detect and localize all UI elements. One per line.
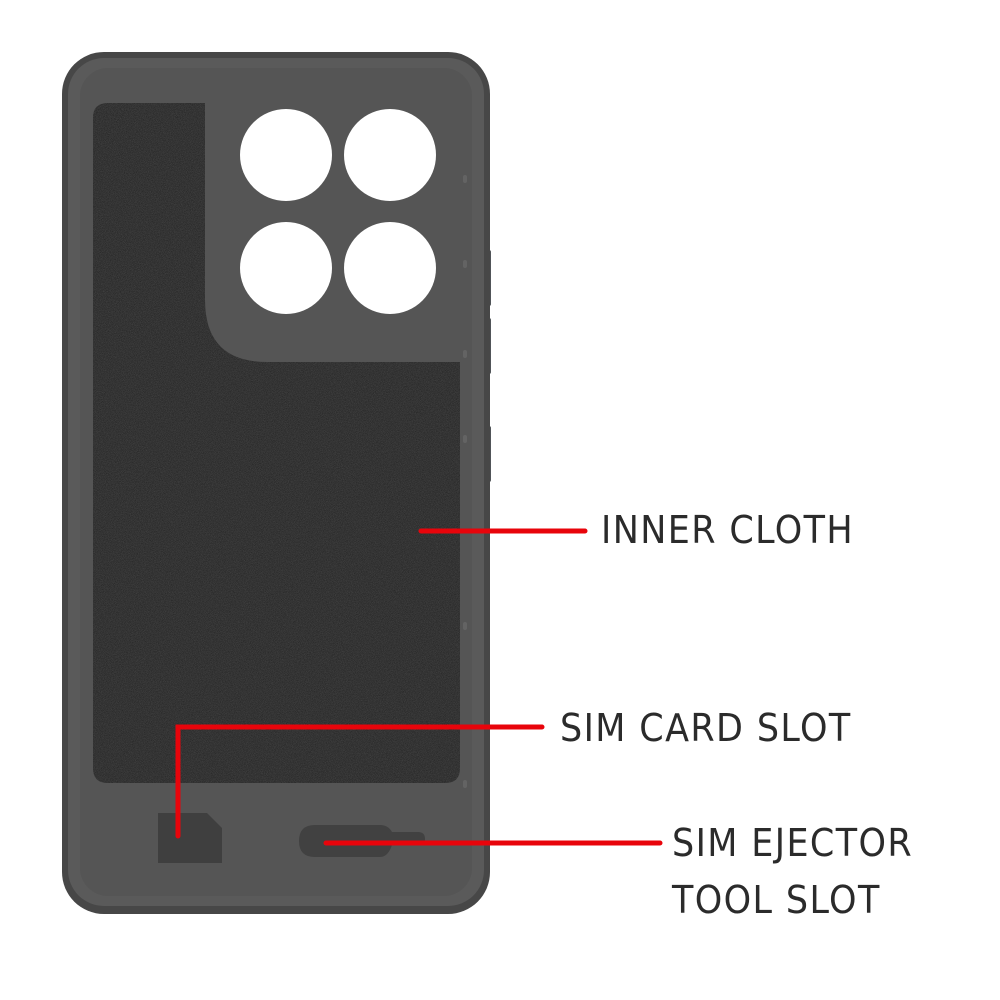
label-sim-ejector-line-1: SIM EJECTOR (672, 821, 914, 865)
callout-lines (175, 528, 663, 846)
callout-line-sim-card-slot (175, 724, 545, 839)
sim-card-slot (158, 813, 222, 863)
lens-cutout-2 (344, 109, 436, 201)
label-inner-cloth: INNER CLOTH (601, 508, 855, 552)
label-sim-ejector-tool-slot: SIM EJECTOR TOOL SLOT (672, 820, 913, 923)
camera-cutouts (240, 109, 436, 314)
label-sim-card-slot: SIM CARD SLOT (560, 706, 852, 750)
lens-cutout-3 (240, 222, 332, 314)
lens-cutout-4 (344, 222, 436, 314)
lens-cutout-1 (240, 109, 332, 201)
label-sim-ejector-line-2: TOOL SLOT (672, 878, 881, 922)
